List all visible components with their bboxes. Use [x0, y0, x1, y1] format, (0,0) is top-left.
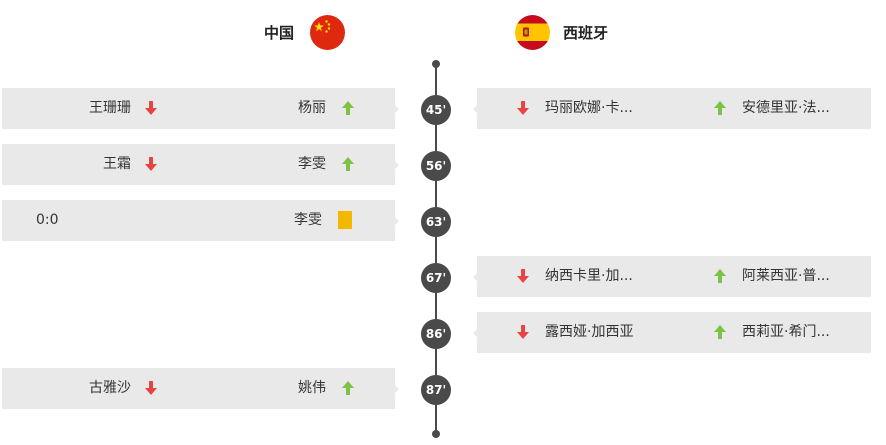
player-out-name: 玛丽欧娜·卡... — [545, 100, 633, 116]
yellow-card-icon — [338, 211, 352, 229]
timeline-line — [435, 63, 437, 435]
player-in-name: 阿莱西亚·普... — [742, 268, 830, 284]
player-in-name: 李雯 — [298, 156, 326, 172]
timeline-start-dot — [432, 60, 440, 68]
row-pointer — [395, 161, 399, 169]
player-out-name: 王霜 — [103, 156, 131, 172]
row-pointer — [473, 273, 477, 281]
player-in-name: 西莉亚·希门... — [742, 324, 830, 340]
sub-out-arrow-icon — [144, 99, 158, 117]
score-text: 0:0 — [36, 212, 59, 228]
china-flag-icon — [310, 15, 345, 50]
minute-marker: 45' — [421, 95, 451, 125]
sub-in-arrow-icon — [341, 99, 355, 117]
home-substitution-row: 王霜 李雯 — [2, 144, 399, 185]
away-substitution-row: 纳西卡里·加... 阿莱西亚·普... — [473, 256, 871, 297]
sub-in-arrow-icon — [713, 267, 727, 285]
player-out-name: 王珊珊 — [89, 100, 131, 116]
minute-marker: 56' — [421, 151, 451, 181]
sub-in-arrow-icon — [713, 99, 727, 117]
row-pointer — [473, 329, 477, 337]
home-substitution-row: 王珊珊 杨丽 — [2, 88, 399, 129]
spain-flag-icon — [515, 15, 550, 50]
sub-in-arrow-icon — [713, 323, 727, 341]
player-in-name: 安德里亚·法... — [742, 100, 830, 116]
row-pointer — [395, 105, 399, 113]
minute-marker: 86' — [421, 319, 451, 349]
sub-out-arrow-icon — [144, 379, 158, 397]
sub-out-arrow-icon — [144, 155, 158, 173]
sub-out-arrow-icon — [516, 323, 530, 341]
row-pointer — [395, 217, 399, 225]
row-pointer — [395, 385, 399, 393]
player-in-name: 杨丽 — [298, 100, 326, 116]
sub-in-arrow-icon — [341, 379, 355, 397]
card-player-name: 李雯 — [294, 212, 322, 228]
home-team-name: 中国 — [264, 24, 295, 42]
minute-marker: 87' — [421, 375, 451, 405]
row-pointer — [473, 105, 477, 113]
home-card-row: 0:0 李雯 — [2, 200, 399, 241]
player-out-name: 纳西卡里·加... — [545, 268, 633, 284]
player-out-name: 露西娅·加西亚 — [545, 324, 634, 340]
away-substitution-row: 露西娅·加西亚 西莉亚·希门... — [473, 312, 871, 353]
away-team-name: 西班牙 — [563, 24, 609, 42]
timeline-end-dot — [432, 430, 440, 438]
away-substitution-row: 玛丽欧娜·卡... 安德里亚·法... — [473, 88, 871, 129]
player-out-name: 古雅沙 — [89, 380, 131, 396]
minute-marker: 67' — [421, 263, 451, 293]
sub-out-arrow-icon — [516, 267, 530, 285]
minute-marker: 63' — [421, 207, 451, 237]
sub-out-arrow-icon — [516, 99, 530, 117]
home-substitution-row: 古雅沙 姚伟 — [2, 368, 399, 409]
sub-in-arrow-icon — [341, 155, 355, 173]
player-in-name: 姚伟 — [298, 380, 326, 396]
